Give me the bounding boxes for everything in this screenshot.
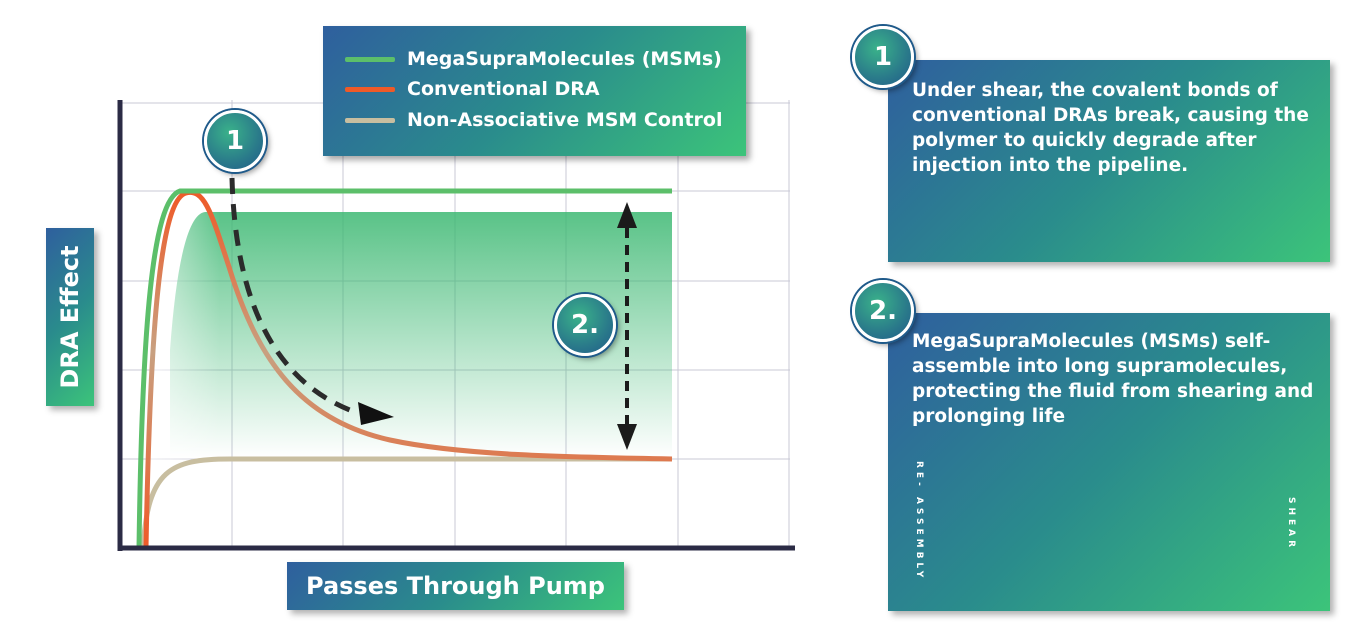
legend-item-conventional: Conventional DRA [345, 78, 600, 100]
panel-two-badge: 2. [852, 280, 914, 342]
legend-label-control: Non-Associative MSM Control [407, 109, 723, 131]
chart-badge-two: 2. [554, 294, 616, 356]
control-curve [140, 456, 672, 549]
msm-curve [136, 188, 672, 549]
panel-two-text: MegaSupraMolecules (MSMs) self-assemble … [912, 331, 1314, 427]
legend: MegaSupraMolecules (MSMs) Conventional D… [323, 26, 746, 156]
y-axis-label-text: DRA Effect [56, 245, 84, 389]
legend-label-conventional: Conventional DRA [407, 78, 600, 100]
legend-swatch-control [345, 117, 395, 123]
info-panel-two: MegaSupraMolecules (MSMs) self-assemble … [888, 313, 1330, 611]
legend-swatch-conventional [345, 86, 395, 92]
panel-one-text: Under shear, the covalent bonds of conve… [912, 80, 1309, 176]
reassembly-label: RE- ASSEMBLY [914, 461, 924, 582]
degradation-arrow [229, 177, 356, 415]
info-panel-one: Under shear, the covalent bonds of conve… [888, 60, 1330, 262]
chart-badge-one: 1 [204, 110, 266, 172]
panel-one-badge: 1 [852, 26, 914, 88]
y-axis-label: DRA Effect [46, 228, 94, 406]
legend-item-control: Non-Associative MSM Control [345, 109, 722, 131]
conventional-dra-curve [143, 189, 673, 549]
shear-label: SHEAR [1286, 497, 1296, 552]
x-axis-label: Passes Through Pump [287, 562, 624, 610]
legend-item-msm: MegaSupraMolecules (MSMs) [345, 48, 722, 70]
legend-swatch-msm [345, 56, 395, 62]
legend-label-msm: MegaSupraMolecules (MSMs) [407, 48, 722, 70]
